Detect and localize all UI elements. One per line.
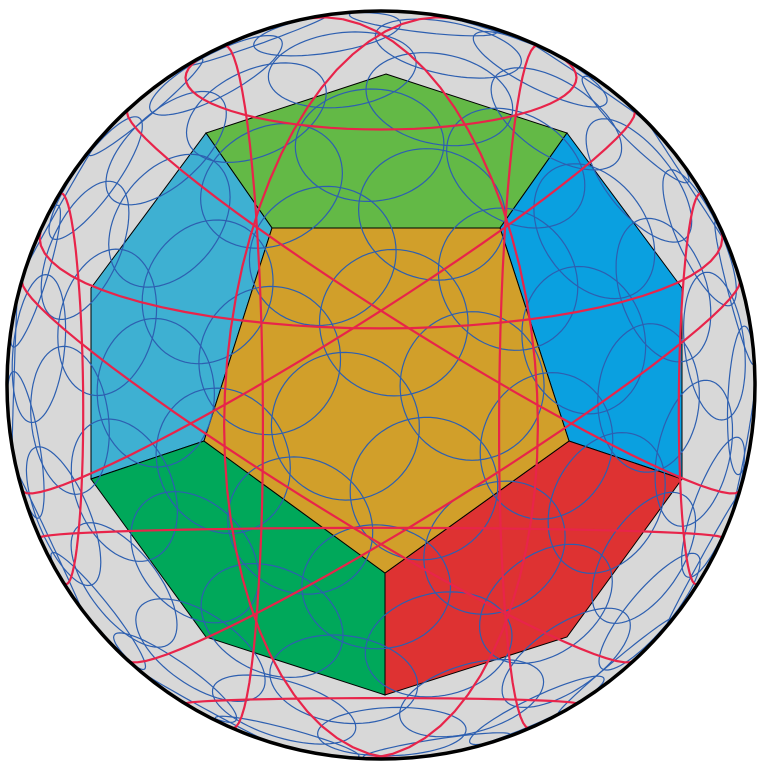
figure-stage <box>0 0 757 766</box>
sphere-figure <box>0 0 757 766</box>
